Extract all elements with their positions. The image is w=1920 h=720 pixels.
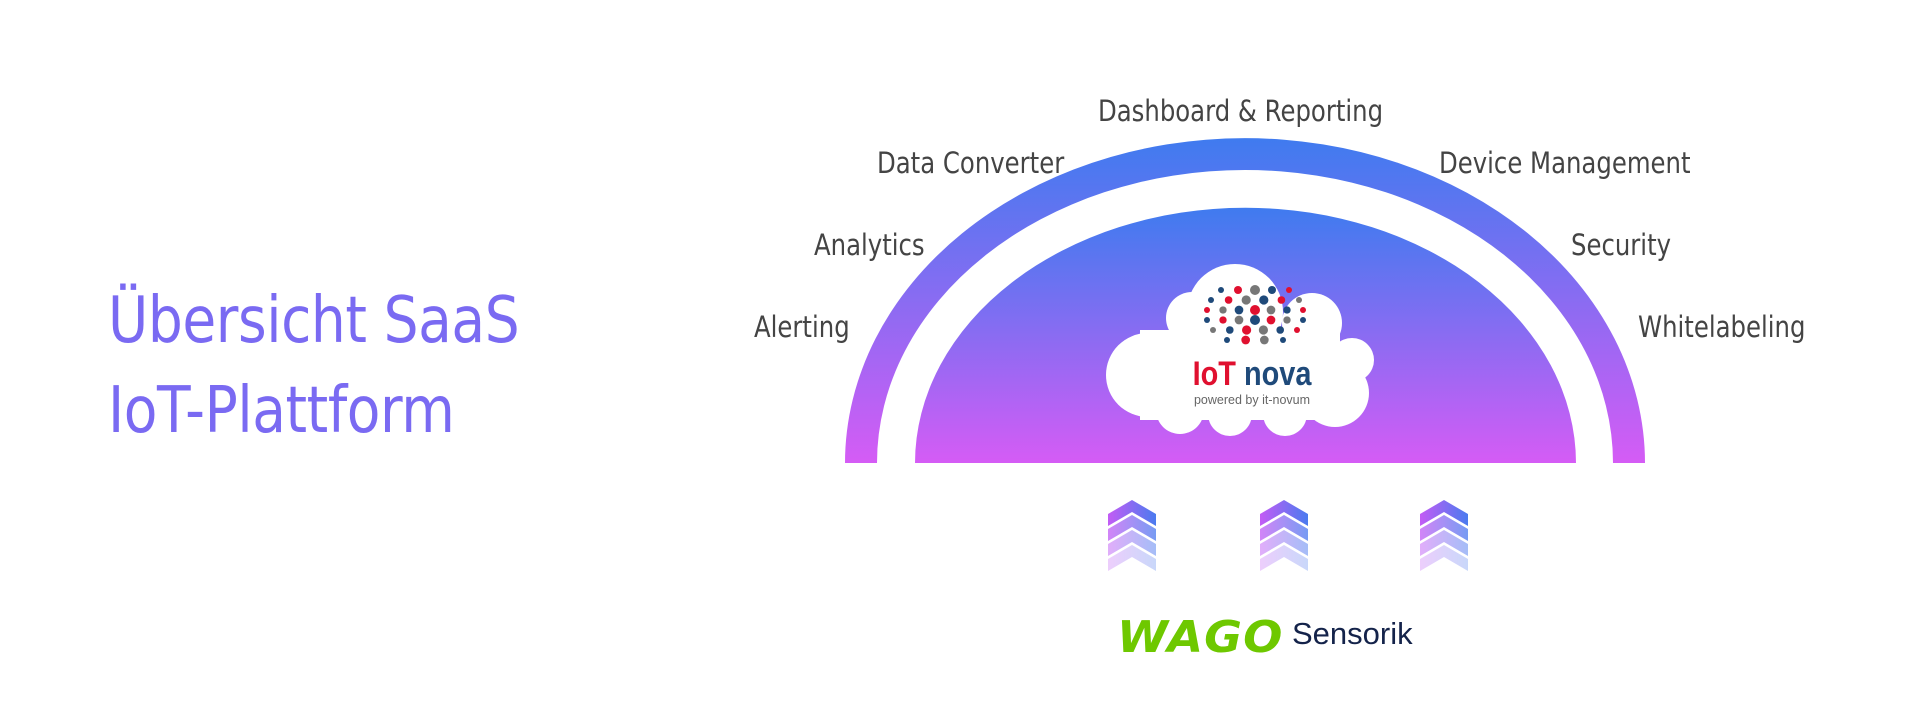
chevron-up-icon: [1108, 545, 1156, 571]
globe-dot: [1234, 315, 1244, 325]
globe-dot: [1266, 315, 1276, 325]
chevron-up-icon: [1108, 515, 1156, 541]
feature-security: Security: [1571, 228, 1672, 262]
iotnova-tagline: powered by it-novum: [1194, 393, 1310, 407]
chevron-up-icon: [1420, 500, 1468, 526]
chevron-up-icon: [1260, 515, 1308, 541]
feature-analytics: Analytics: [814, 228, 925, 262]
globe-dot: [1241, 295, 1251, 305]
iotnova-globe-logo: [1203, 285, 1307, 345]
up-chevrons-icon: [1260, 500, 1308, 571]
chevron-up-icon: [1108, 530, 1156, 556]
chevron-up-icon: [1420, 545, 1468, 571]
globe-dot: [1224, 296, 1233, 304]
feature-device-management: Device Management: [1439, 146, 1691, 180]
globe-dot: [1203, 306, 1211, 314]
globe-dot: [1225, 326, 1234, 334]
globe-dot: [1285, 286, 1293, 294]
globe-dot: [1279, 336, 1287, 344]
globe-dot: [1250, 285, 1260, 295]
chevron-up-icon: [1260, 545, 1308, 571]
up-chevrons-icon: [1420, 500, 1468, 571]
globe-dot: [1219, 316, 1227, 324]
page-title: Übersicht SaaS IoT-Plattform: [108, 276, 520, 456]
globe-dot: [1295, 296, 1303, 304]
iotnova-logo-text: IoT nova: [1193, 354, 1312, 393]
feature-whitelabeling: Whitelabeling: [1638, 310, 1806, 344]
globe-dot: [1283, 316, 1291, 324]
globe-dot: [1250, 315, 1260, 325]
globe-dot: [1233, 285, 1243, 295]
globe-dot: [1259, 295, 1269, 305]
globe-dot: [1299, 306, 1307, 314]
globe-dot: [1293, 326, 1301, 334]
chevron-up-icon: [1260, 500, 1308, 526]
globe-dot: [1209, 326, 1217, 334]
chevron-up-icon: [1108, 500, 1156, 526]
iotnova-name-suffix: nova: [1244, 354, 1312, 393]
globe-dot: [1250, 305, 1260, 315]
chevron-up-icon: [1420, 530, 1468, 556]
globe-dot: [1207, 296, 1215, 304]
chevron-up-icon: [1260, 530, 1308, 556]
wago-logo-text: WAGO: [1117, 611, 1283, 663]
iotnova-name: IoT: [1193, 354, 1236, 393]
globe-dot: [1299, 316, 1307, 324]
globe-dot: [1259, 335, 1269, 345]
up-chevrons-icon: [1108, 500, 1156, 571]
globe-dot: [1276, 326, 1285, 334]
globe-dot: [1217, 286, 1225, 294]
cloud-shape: [1106, 264, 1374, 436]
globe-dot: [1241, 325, 1252, 335]
feature-data-converter: Data Converter: [877, 146, 1065, 180]
sensorik-label: Sensorik: [1292, 616, 1413, 651]
globe-dot: [1203, 316, 1211, 324]
title-line-1: Übersicht SaaS: [108, 284, 520, 358]
globe-dot: [1223, 336, 1231, 344]
title-line-2: IoT-Plattform: [108, 374, 455, 448]
wago-logo: WAGO: [1117, 611, 1283, 663]
chevron-up-icon: [1420, 515, 1468, 541]
feature-alerting: Alerting: [754, 310, 850, 344]
feature-dashboard-reporting: Dashboard & Reporting: [1098, 94, 1384, 128]
globe-dot: [1234, 305, 1244, 315]
globe-dot: [1267, 285, 1277, 295]
globe-dot: [1266, 305, 1276, 315]
globe-dot: [1241, 335, 1251, 345]
globe-dot: [1258, 325, 1269, 335]
globe-dot: [1219, 306, 1227, 314]
globe-dot: [1277, 296, 1286, 304]
globe-dot: [1283, 306, 1291, 314]
